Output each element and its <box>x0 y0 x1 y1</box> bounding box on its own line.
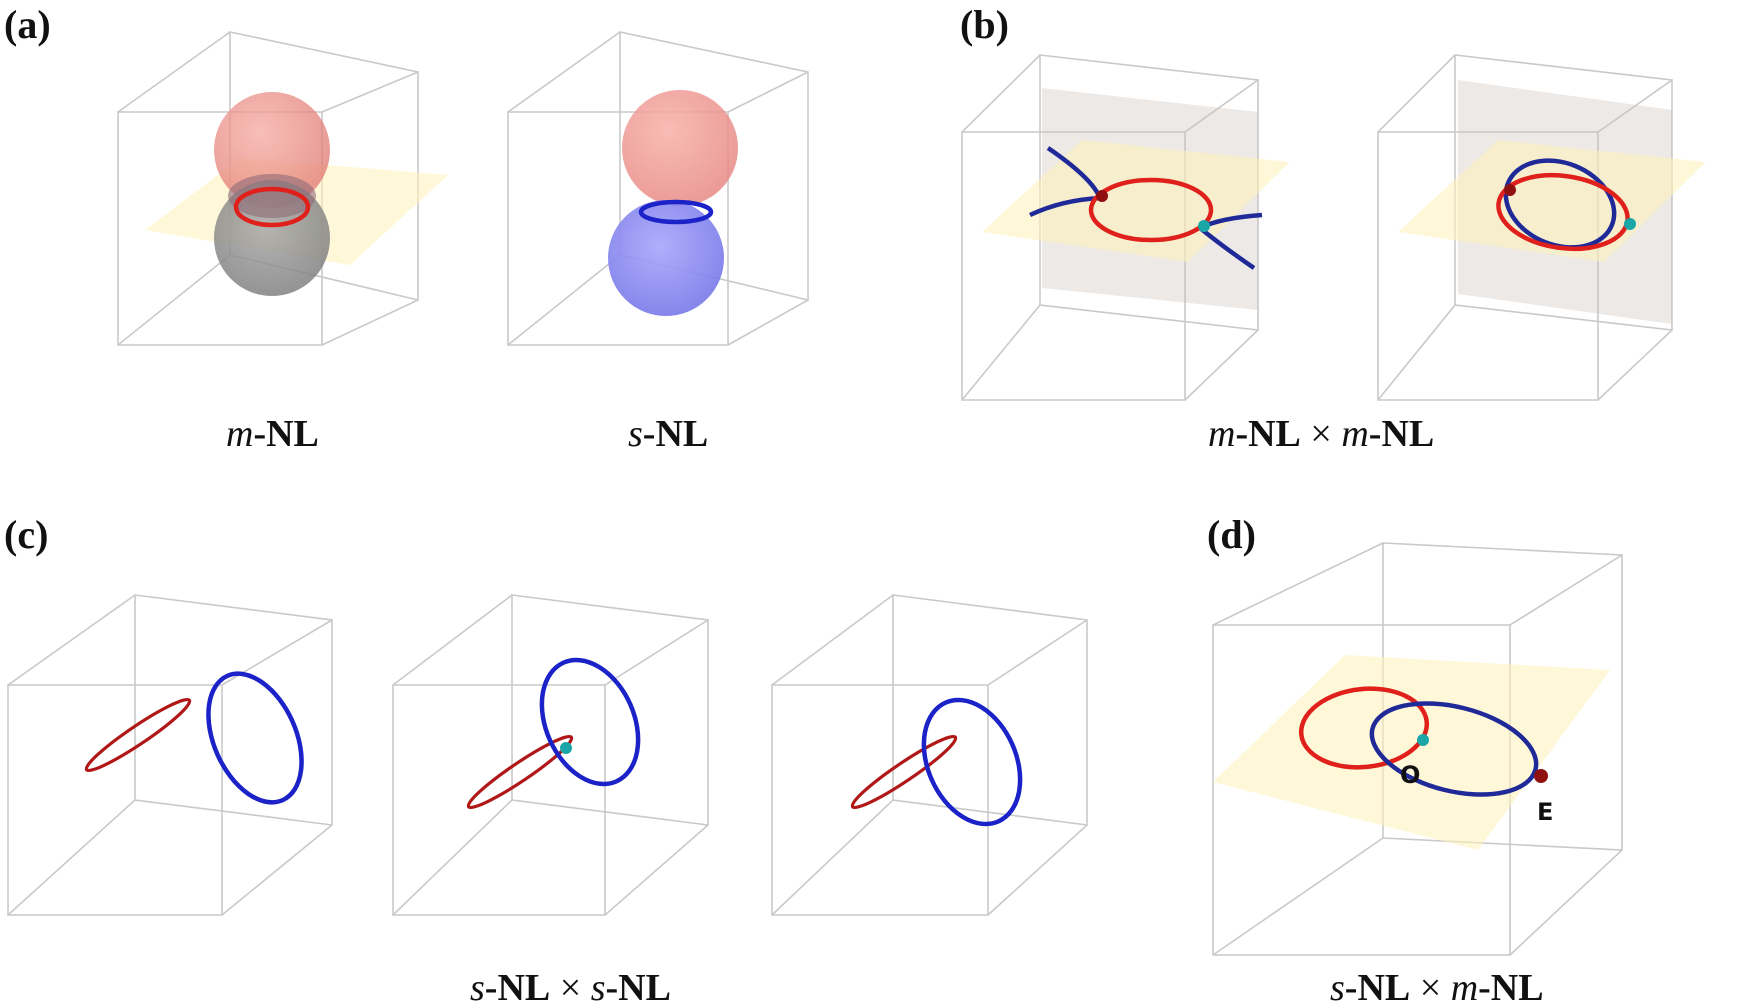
plane-b1 <box>982 140 1290 262</box>
spheres-a2 <box>608 90 738 316</box>
label-o: O <box>1400 761 1420 789</box>
touch-point-b1-left <box>1096 190 1108 202</box>
touch-point-b2-right <box>1624 218 1636 230</box>
red-ring-c2 <box>466 734 574 810</box>
blue-ring-c1 <box>206 671 304 805</box>
touch-point-b1-right <box>1198 220 1210 232</box>
panel-c-letter: (c) <box>4 512 48 557</box>
touch-point-b2-left <box>1504 184 1516 196</box>
caption-c: s-NL × s-NL <box>470 967 671 1008</box>
red-ring-c1 <box>84 697 192 773</box>
red-ring-c3 <box>850 734 958 810</box>
point-o <box>1417 734 1429 746</box>
cube-c1 <box>7 594 333 916</box>
red-ring-d <box>1298 686 1430 770</box>
panel-a-letter: (a) <box>4 2 51 47</box>
caption-d: s-NL × m-NL <box>1330 967 1544 1008</box>
blue-ring-d <box>1369 701 1539 797</box>
blue-ring-b2 <box>1503 158 1617 250</box>
spheres-a1 <box>214 92 330 296</box>
label-e: E <box>1537 798 1553 826</box>
nodal-ring-a1 <box>233 186 311 228</box>
caption-a2: s-NL <box>628 413 708 455</box>
plane-b2 <box>1398 140 1706 262</box>
panel-b-letter: (b) <box>960 2 1009 47</box>
blue-ring-c2 <box>539 657 641 787</box>
caption-b: m-NL × m-NL <box>1208 413 1434 455</box>
touch-point-c2 <box>560 742 572 754</box>
nodal-ring-b1 <box>1088 177 1214 243</box>
panel-d-letter: (d) <box>1207 512 1256 557</box>
cube-c2 <box>392 594 709 916</box>
point-e <box>1534 769 1548 783</box>
cube-c3 <box>771 594 1088 916</box>
nodal-ring-a2 <box>638 199 714 225</box>
caption-a1: m-NL <box>226 413 319 455</box>
blue-ring-c3 <box>921 697 1023 827</box>
